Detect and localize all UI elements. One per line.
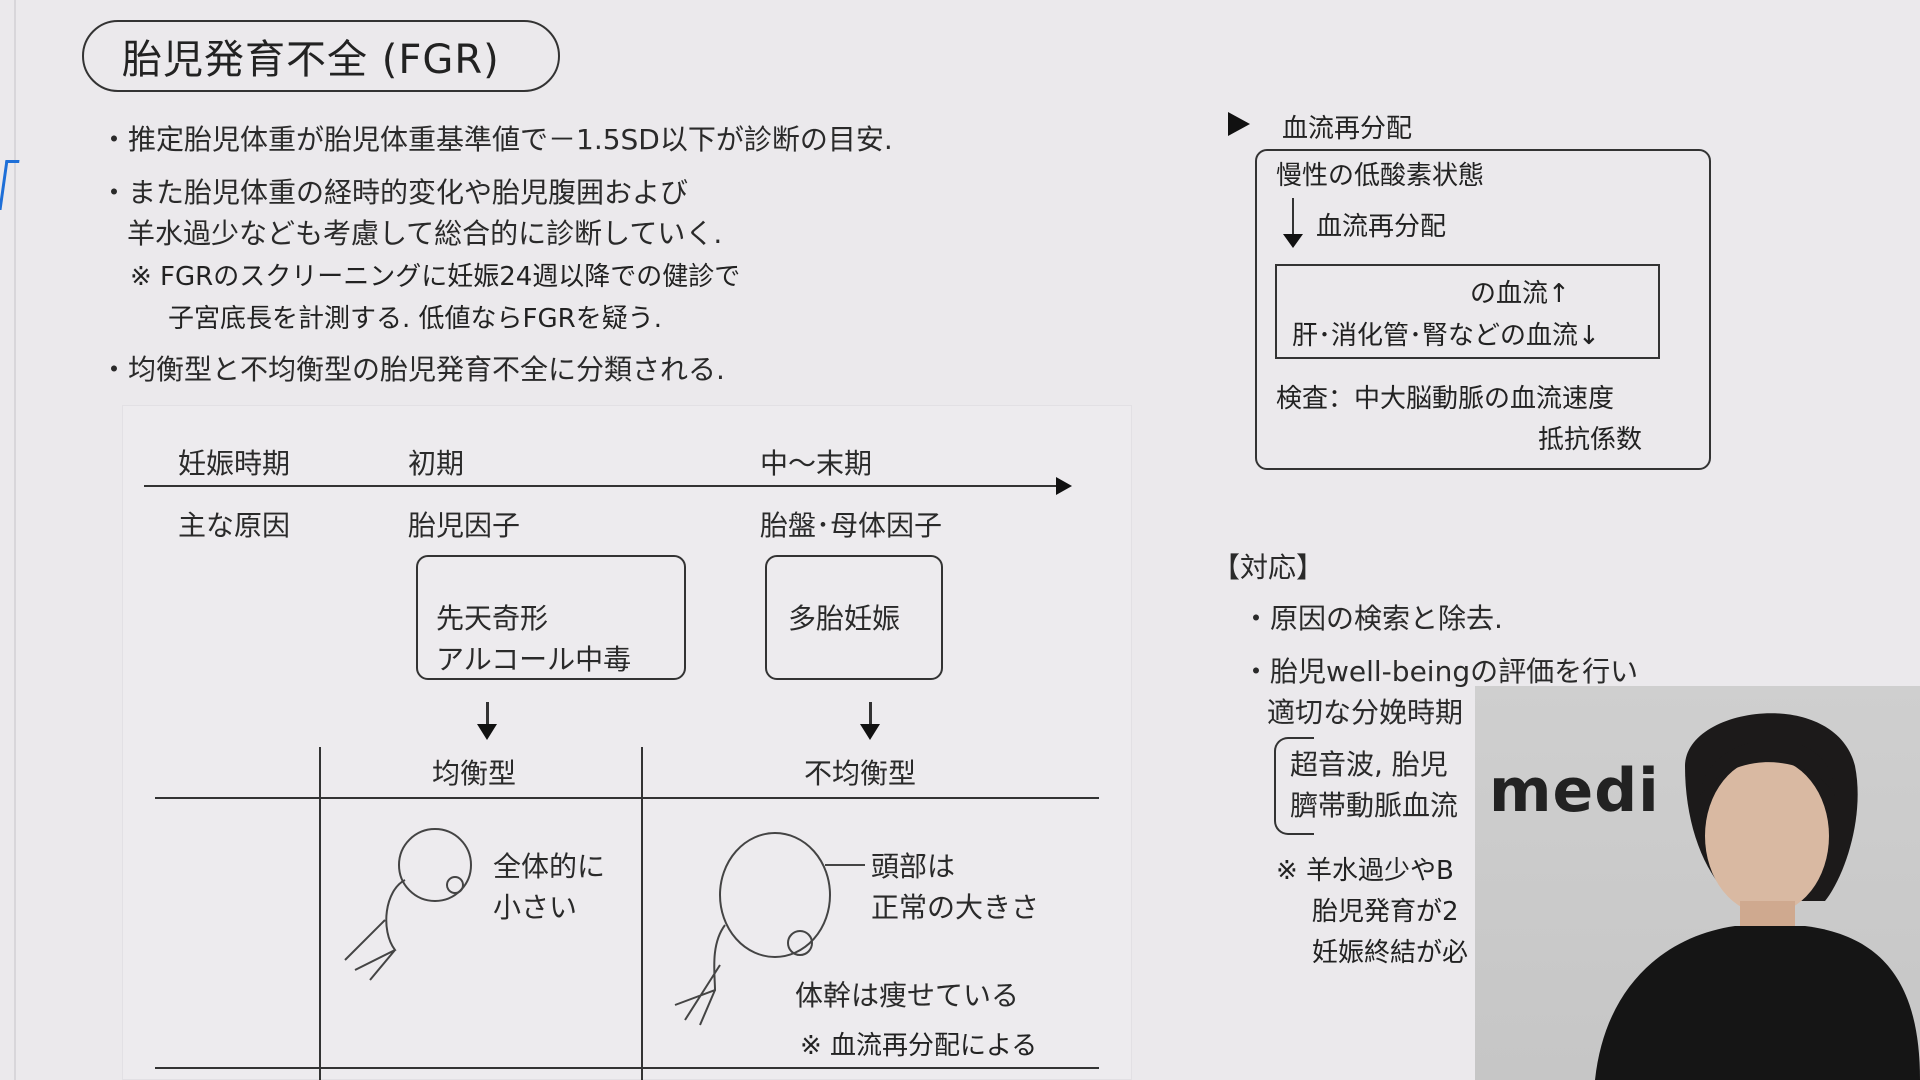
bullet-comprehensive-cont: 羊水過少なども考慮して総合的に診断していく. — [127, 217, 723, 250]
arrow-down-icon — [860, 724, 880, 740]
response-note: 胎児発育が2 — [1312, 897, 1459, 927]
fetal-cause: 先天奇形 — [436, 602, 549, 635]
placental-cause: 多胎妊娠 — [788, 602, 901, 635]
period-early: 初期 — [408, 447, 465, 480]
classification-diagram — [122, 405, 1132, 1080]
asymmetric-head: 正常の大きさ — [871, 891, 1040, 924]
asymmetric-fetus-illustration — [674, 832, 865, 1026]
table-divider — [319, 747, 321, 1080]
page-title: 胎児発育不全 (FGR) — [82, 20, 560, 92]
fetal-causes-bracket — [416, 555, 686, 680]
fetal-cause: アルコール中毒 — [436, 643, 632, 676]
blood-flow-up: の血流↑ — [1470, 279, 1570, 309]
exam-method: 超音波, 胎児 — [1290, 748, 1448, 781]
exam-text-cont: 抵抗係数 — [1538, 425, 1643, 455]
right-heading: 血流再分配 — [1282, 114, 1413, 144]
symmetric-desc: 全体的に — [493, 850, 606, 883]
arrow-down-icon — [869, 702, 872, 726]
table-header-line — [155, 797, 1099, 799]
asymmetric-note: ※ 血流再分配による — [800, 1031, 1038, 1061]
pen-annotation-mark — [0, 160, 20, 210]
page-margin-line — [14, 0, 16, 1080]
presenter-silhouette — [1595, 713, 1920, 1080]
table-divider — [641, 747, 643, 1080]
response-item: ・胎児well-beingの評価を行い — [1242, 655, 1639, 688]
play-triangle-icon — [1228, 112, 1250, 136]
timeline-arrow — [144, 485, 1059, 487]
cause-label: 主な原因 — [178, 509, 291, 542]
bullet-classification: ・均衡型と不均衡型の胎児発育不全に分類される. — [100, 353, 725, 386]
timeline-arrowhead-icon — [1056, 477, 1072, 495]
symmetric-desc: 小さい — [493, 891, 578, 924]
bullet-diagnosis: ・推定胎児体重が胎児体重基準値で－1.5SD以下が診断の目安. — [100, 123, 893, 156]
arrow-down-icon — [1283, 234, 1303, 248]
period-label: 妊娠時期 — [178, 447, 291, 480]
response-item: ・原因の検索と除去. — [1242, 602, 1503, 635]
symmetric-type: 均衡型 — [432, 757, 517, 790]
asymmetric-type: 不均衡型 — [804, 757, 917, 790]
exam-text: 検査：中大脳動脈の血流速度 — [1276, 384, 1615, 414]
period-mid-late: 中～末期 — [760, 447, 873, 480]
blood-flow-box — [1275, 264, 1660, 359]
arrow-down-icon — [477, 724, 497, 740]
table-bottom-line — [155, 1067, 1099, 1069]
note-screening: ※ FGRのスクリーニングに妊娠24週以降での健診で — [130, 262, 741, 292]
exam-bracket — [1274, 737, 1314, 835]
exam-method: 臍帯動脈血流 — [1290, 789, 1459, 822]
symmetric-fetus-illustration — [344, 828, 472, 981]
chronic-hypoxia: 慢性の低酸素状態 — [1276, 161, 1485, 191]
bullet-comprehensive: ・また胎児体重の経時的変化や胎児腹囲および — [100, 176, 689, 209]
placental-factor: 胎盤･母体因子 — [760, 509, 943, 542]
presenter-webcam: medi — [1475, 686, 1920, 1080]
note-screening-cont: 子宮底長を計測する. 低値ならFGRを疑う. — [168, 304, 662, 334]
placental-causes-bracket — [765, 555, 943, 680]
redistribution-bracket — [1255, 149, 1711, 470]
arrow-down-icon — [1292, 198, 1294, 236]
asymmetric-head: 頭部は — [871, 850, 956, 883]
fetal-factor: 胎児因子 — [408, 509, 521, 542]
blood-flow-down: 肝･消化管･腎などの血流↓ — [1292, 321, 1600, 351]
brand-logo: medi — [1489, 756, 1660, 826]
arrow-down-icon — [486, 702, 489, 726]
response-note: ※ 羊水過少やB — [1276, 856, 1454, 886]
response-heading: 【対応】 — [1212, 551, 1325, 584]
response-note: 妊娠終結が必 — [1312, 938, 1469, 968]
asymmetric-trunk: 体幹は痩せている — [795, 979, 1020, 1012]
redistribution-label: 血流再分配 — [1316, 212, 1447, 242]
response-item-cont: 適切な分娩時期 — [1267, 696, 1464, 729]
